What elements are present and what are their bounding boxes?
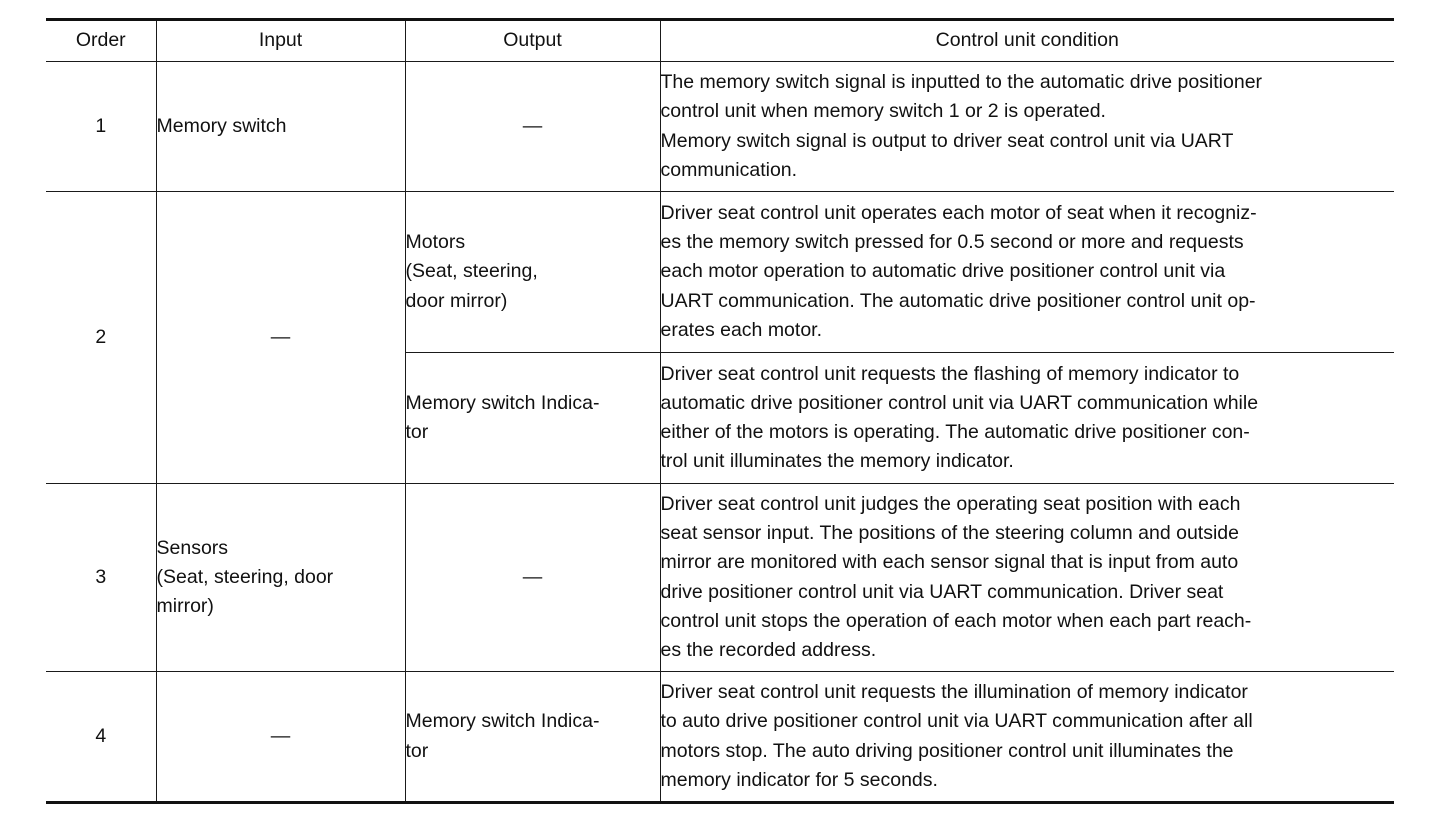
- control-sequence-table: Order Input Output Control unit conditio…: [46, 18, 1394, 804]
- output-line: tor: [405, 421, 429, 443]
- input-cell: —: [155, 191, 406, 484]
- output-line: (Seat, steering,: [405, 260, 538, 283]
- condition-cell: The memory switch signal is inputted to …: [659, 61, 1394, 192]
- order-cell: 2: [46, 191, 157, 484]
- condition-line: motors stop. The auto driving positioner…: [660, 739, 1234, 762]
- input-line: Memory switch: [156, 114, 287, 137]
- condition-cell: Driver seat control unit requests the il…: [659, 671, 1394, 804]
- output-cell: —: [404, 483, 661, 672]
- condition-line: erates each motor.: [660, 318, 823, 341]
- order-cell: 1: [46, 61, 157, 192]
- condition-line: automatic drive positioner control unit …: [660, 391, 1259, 414]
- input-cell: Memory switch: [155, 61, 406, 192]
- table-row: Memory switch Indica- tor Driver seat co…: [46, 352, 1394, 484]
- output-cell: —: [404, 61, 661, 192]
- condition-line: seat sensor input. The positions of the …: [660, 522, 1240, 545]
- condition-line: trol unit illuminates the memory indicat…: [660, 450, 1014, 473]
- input-line: (Seat, steering, door: [156, 565, 334, 588]
- condition-line: drive positioner control unit via UART c…: [660, 580, 1224, 603]
- table-header-row: Order Input Output Control unit conditio…: [46, 18, 1394, 62]
- output-line: Motors: [405, 231, 466, 254]
- order-cell: 4: [46, 671, 157, 804]
- input-line: mirror): [156, 595, 214, 618]
- condition-line: mirror are monitored with each sensor si…: [660, 551, 1239, 574]
- header-input: Input: [155, 18, 406, 62]
- condition-line: communication.: [660, 158, 798, 181]
- condition-line: Memory switch signal is output to driver…: [660, 129, 1234, 152]
- order-cell: 3: [46, 483, 157, 672]
- condition-line: control unit stops the operation of each…: [660, 609, 1252, 632]
- condition-line: es the memory switch pressed for 0.5 sec…: [660, 231, 1244, 254]
- output-cell: Motors (Seat, steering, door mirror): [404, 191, 661, 353]
- output-line: tor: [405, 739, 429, 762]
- condition-line: memory indicator for 5 seconds.: [660, 768, 938, 791]
- condition-line: The memory switch signal is inputted to …: [660, 71, 1263, 94]
- condition-line: es the recorded address.: [660, 638, 877, 661]
- condition-cell: Driver seat control unit operates each m…: [659, 191, 1394, 353]
- condition-line: Driver seat control unit judges the oper…: [660, 492, 1241, 515]
- output-line: Memory switch Indica-: [405, 710, 600, 733]
- condition-line: Driver seat control unit operates each m…: [660, 201, 1257, 224]
- output-cell: Memory switch Indica- tor: [404, 671, 661, 804]
- input-cell: —: [155, 671, 406, 804]
- condition-line: either of the motors is operating. The a…: [660, 421, 1250, 443]
- table-row: 3 Sensors (Seat, steering, door mirror) …: [46, 483, 1394, 672]
- output-cell: Memory switch Indica- tor: [405, 352, 661, 484]
- condition-line: to auto drive positioner control unit vi…: [660, 710, 1253, 733]
- condition-cell: Driver seat control unit judges the oper…: [659, 483, 1394, 672]
- condition-line: Driver seat control unit requests the fl…: [660, 362, 1240, 385]
- output-line: door mirror): [405, 289, 508, 312]
- condition-line: Driver seat control unit requests the il…: [660, 681, 1248, 704]
- condition-cell: Driver seat control unit requests the fl…: [659, 352, 1394, 484]
- input-line: Sensors: [156, 536, 229, 559]
- header-output: Output: [404, 18, 661, 62]
- input-cell: Sensors (Seat, steering, door mirror): [155, 483, 406, 672]
- condition-line: control unit when memory switch 1 or 2 i…: [660, 100, 1106, 123]
- condition-line: each motor operation to automatic drive …: [660, 260, 1226, 283]
- table-row: 4 — Memory switch Indica- tor Driver sea…: [46, 671, 1394, 804]
- header-order: Order: [46, 18, 157, 62]
- header-control-unit-condition: Control unit condition: [659, 18, 1394, 62]
- output-line: Memory switch Indica-: [405, 391, 600, 414]
- table-row: 1 Memory switch — The memory switch sign…: [46, 61, 1394, 192]
- table-row: 2 — Motors (Seat, steering, door mirror)…: [46, 191, 1394, 484]
- condition-line: UART communication. The automatic drive …: [660, 289, 1256, 312]
